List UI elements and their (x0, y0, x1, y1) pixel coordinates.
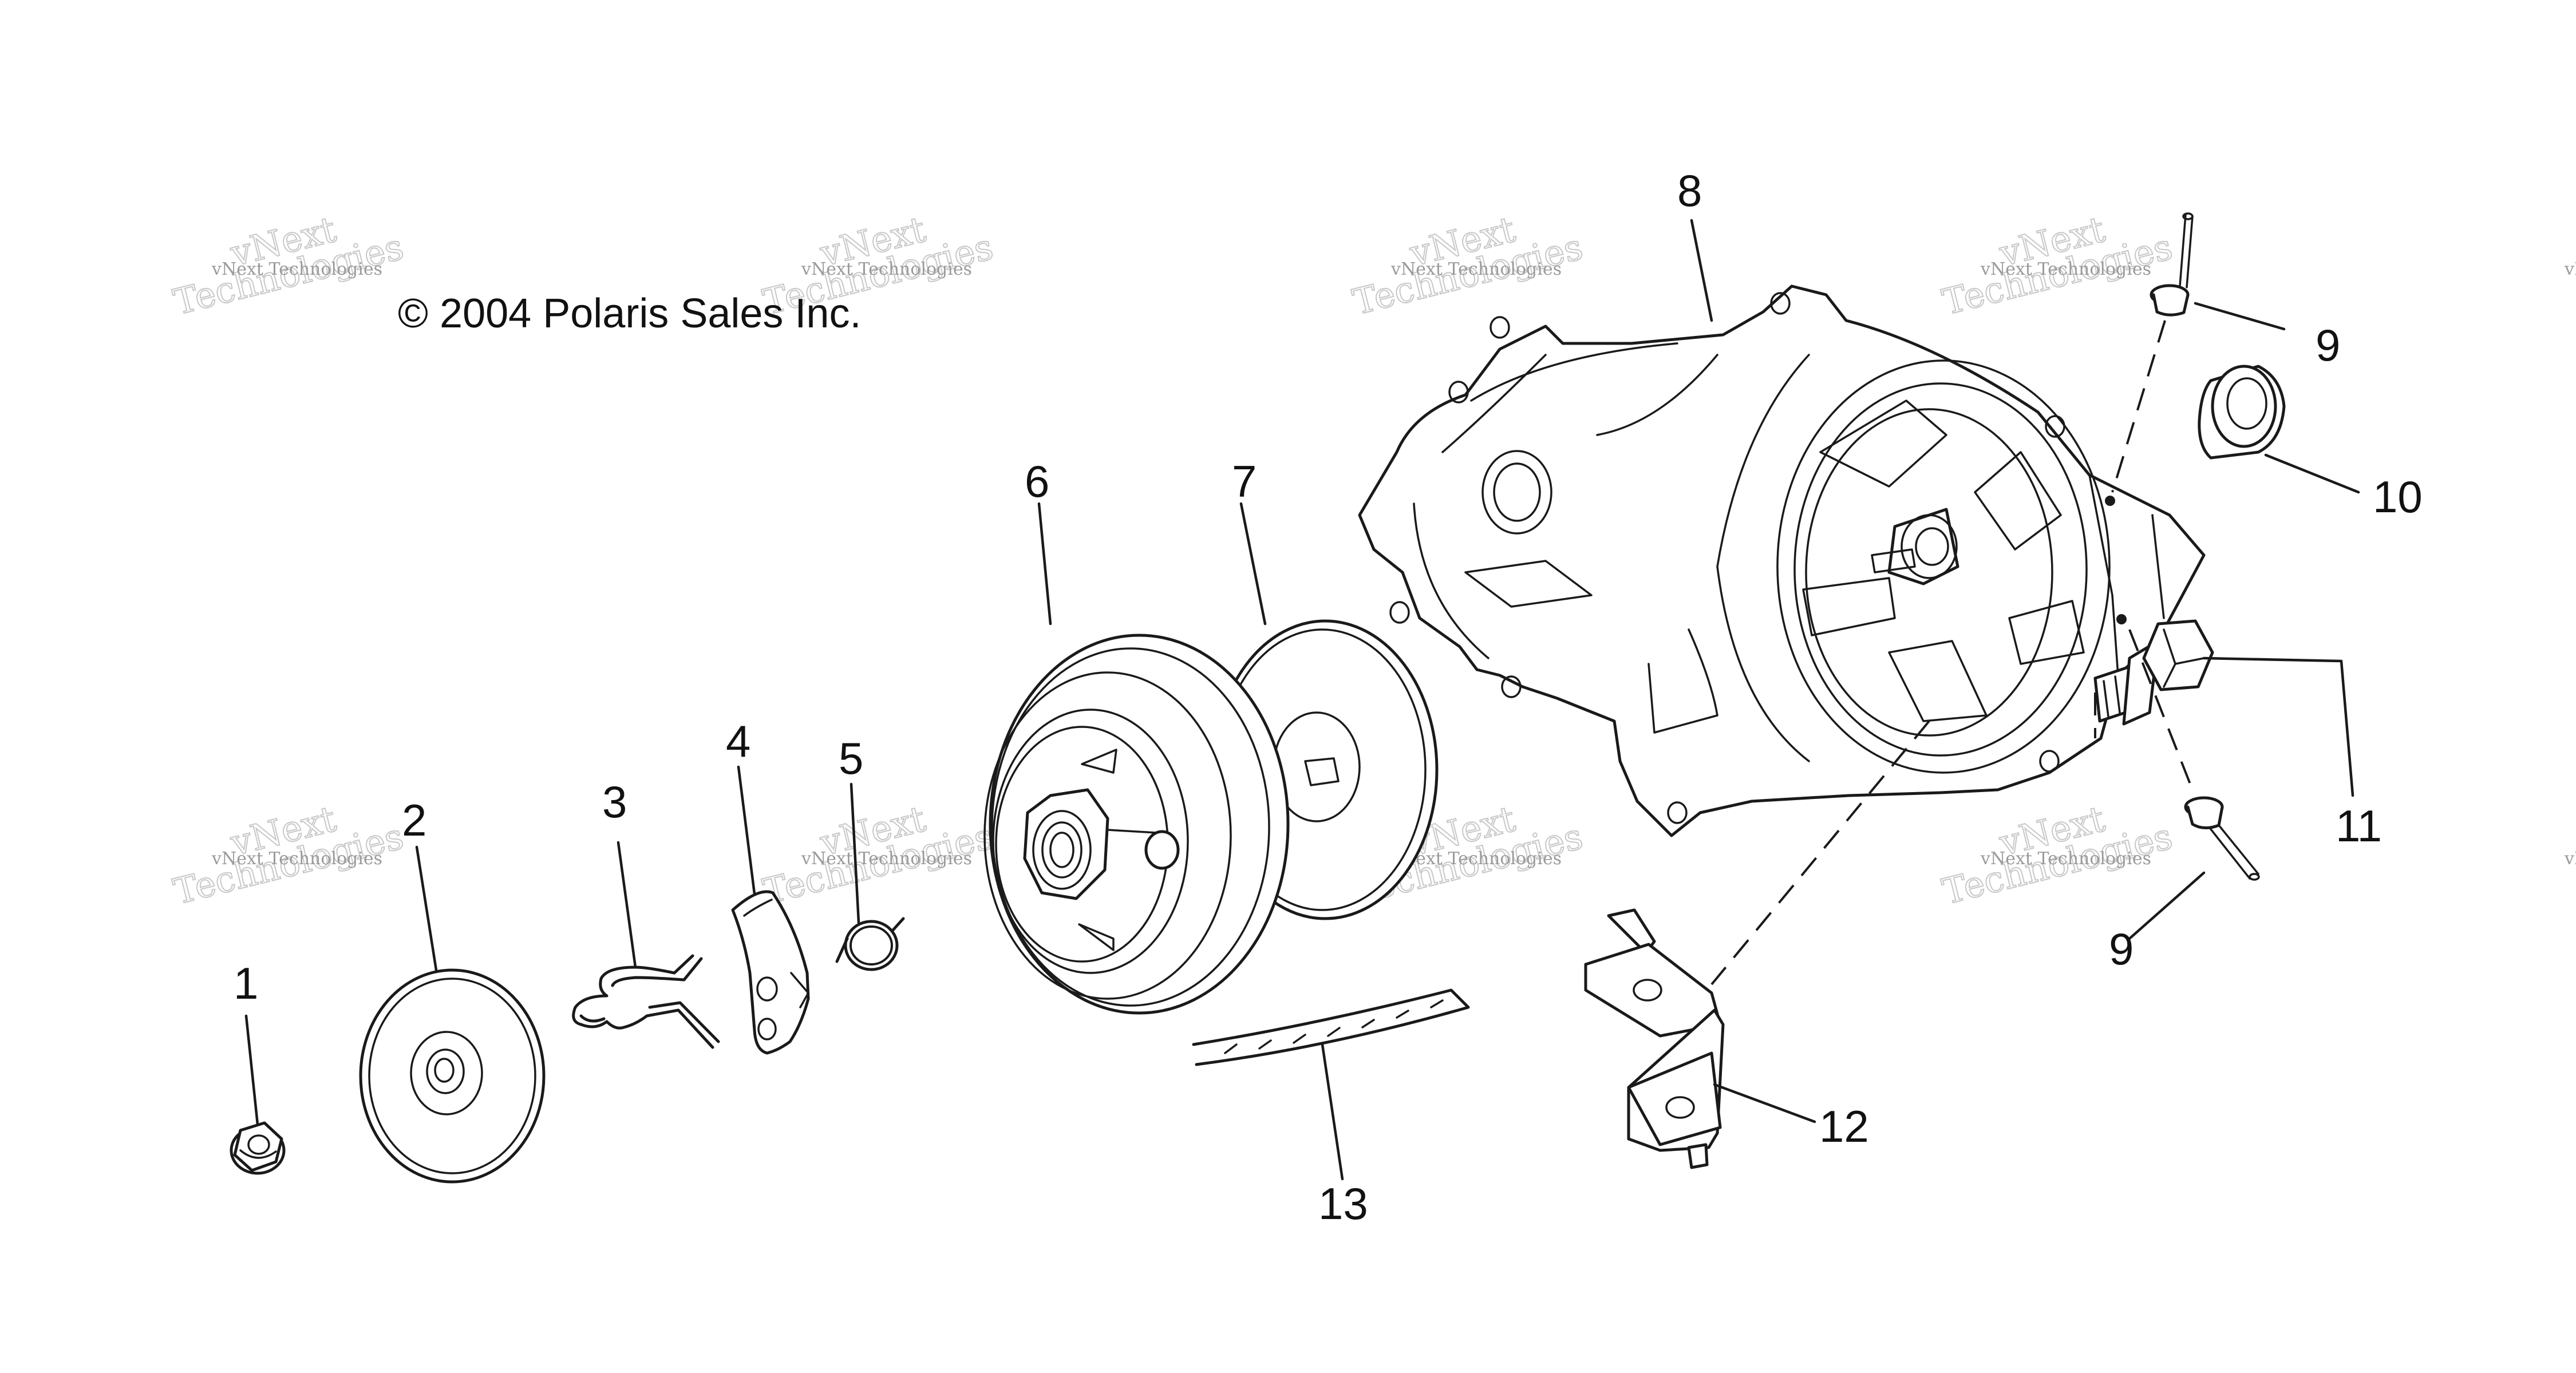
part-3-wire-clip[interactable] (572, 954, 720, 1049)
callout-4[interactable]: 4 (726, 716, 750, 766)
part-9-rivet-bottom[interactable] (2184, 796, 2260, 881)
callout-8[interactable]: 8 (1677, 165, 1702, 216)
part-9-rivet-top[interactable] (2150, 212, 2194, 316)
dashed-line-9-bottom (2128, 629, 2194, 790)
callout-5[interactable]: 5 (839, 733, 863, 784)
part-8-recoil-housing[interactable] (1358, 284, 2206, 837)
leader-1 (244, 1014, 259, 1126)
watermark: vNext Technologies vNext Technologies (1938, 208, 2177, 324)
watermark-small: vNext Technologies (1390, 259, 1562, 279)
leader-3 (617, 841, 637, 969)
watermark: vNext Technologies (2564, 259, 2576, 279)
copyright-notice: © 2004 Polaris Sales Inc. (398, 291, 861, 337)
part-2-pulley-cap[interactable] (359, 968, 546, 1184)
callout-12[interactable]: 12 (1819, 1101, 1869, 1152)
callout-11[interactable]: 11 (2336, 801, 2382, 851)
callout-labels: 1 2 3 4 5 6 7 8 9 9 10 11 12 13 (234, 165, 2423, 1229)
leader-7 (1239, 502, 1267, 626)
watermark: vNext Technologies vNext Technologies (1348, 208, 1587, 324)
watermark: vNext Technologies (2564, 849, 2576, 869)
leader-8 (1690, 219, 1713, 322)
watermark: vNext Technologies vNext Technologies (1938, 797, 2177, 913)
part-5-spring[interactable] (835, 917, 905, 971)
callout-6[interactable]: 6 (1025, 456, 1049, 507)
callout-1[interactable]: 1 (234, 958, 258, 1008)
watermark-small: vNext Technologies (801, 259, 972, 279)
watermark-small: vNext Technologies (801, 849, 972, 869)
leader-5 (850, 782, 860, 924)
dashed-line-12 (1710, 720, 1930, 986)
watermark-small: vNext Technologies (2564, 259, 2576, 279)
callout-2[interactable]: 2 (402, 795, 426, 845)
leader-13 (1321, 1043, 1344, 1181)
leader-12 (1713, 1083, 1816, 1123)
leader-lines (244, 219, 2360, 1181)
dashed-line-9-top (2111, 320, 2166, 493)
leader-10 (2264, 453, 2360, 494)
leader-9-top (2194, 302, 2286, 331)
callout-9-top[interactable]: 9 (2316, 320, 2340, 370)
leader-11 (2202, 656, 2354, 797)
leader-6 (1037, 502, 1052, 626)
watermark-small: vNext Technologies (211, 259, 382, 279)
watermark: vNext Technologies vNext Technologies (758, 797, 998, 913)
callout-7[interactable]: 7 (1232, 456, 1257, 507)
part-12-bracket[interactable] (1584, 908, 1725, 1169)
part-11-bolt[interactable] (2093, 619, 2214, 726)
watermark-small: vNext Technologies (211, 849, 382, 869)
part-13-starter-rope[interactable] (1192, 988, 1470, 1066)
part-1-flange-nut[interactable] (230, 1121, 286, 1175)
leader-4 (737, 765, 756, 896)
watermark-small: vNext Technologies (1980, 849, 2151, 869)
callout-9-bottom[interactable]: 9 (2109, 924, 2134, 974)
watermark-small: vNext Technologies (2564, 849, 2576, 869)
watermark: vNext Technologies vNext Technologies (169, 208, 408, 324)
watermark: vNext Technologies vNext Technologies (169, 797, 408, 913)
assembly-lines (1710, 320, 2194, 986)
part-4-pawl[interactable] (731, 890, 810, 1055)
leader-2 (415, 845, 438, 972)
part-10-bushing[interactable] (2198, 365, 2286, 460)
part-6-recoil-pulley[interactable] (983, 634, 1290, 1015)
leader-9-bottom (2128, 871, 2206, 940)
callout-10[interactable]: 10 (2373, 472, 2423, 522)
callout-13[interactable]: 13 (1318, 1178, 1368, 1229)
callout-3[interactable]: 3 (602, 777, 627, 827)
watermark-small: vNext Technologies (1980, 259, 2151, 279)
